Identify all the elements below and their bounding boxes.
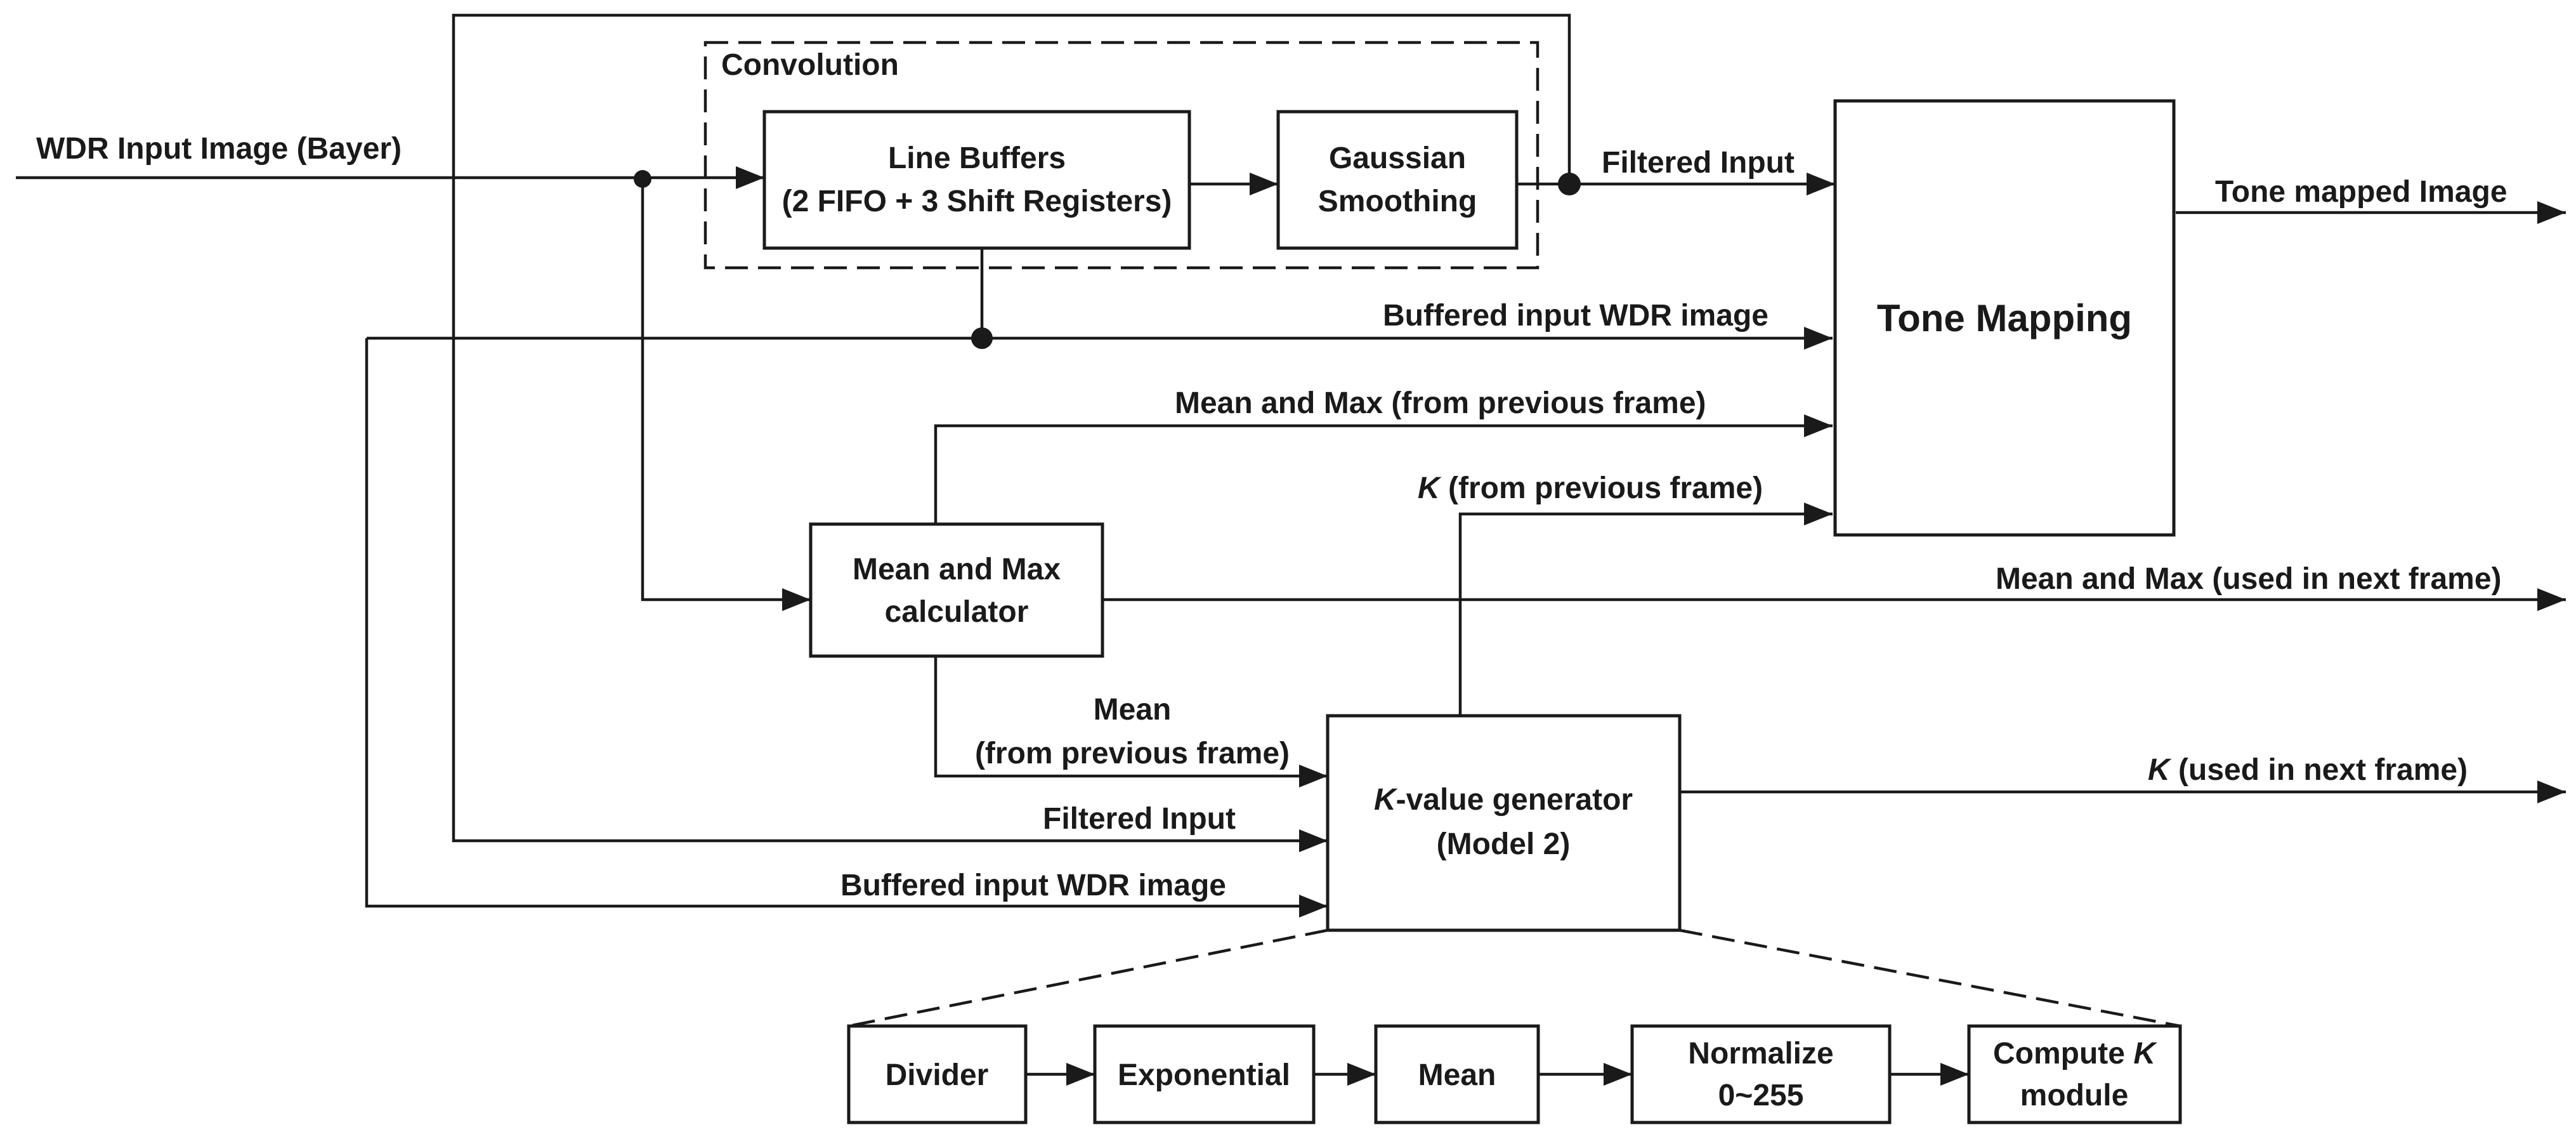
filtered-input-top-label: Filtered Input <box>1602 146 1795 180</box>
wire-input-to-meanmax <box>641 179 811 611</box>
k-next-label: K (used in next frame) <box>2148 753 2468 787</box>
wire-meanmax-to-tonemap <box>934 414 1833 524</box>
k-value-generator-block <box>1326 714 1682 932</box>
tone-mapping-block <box>1833 99 2176 537</box>
tone-mapped-image-label: Tone mapped Image <box>2215 175 2507 209</box>
k-prev-label: K (from previous frame) <box>1418 471 1763 505</box>
tone-mapping-label: Tone Mapping <box>1877 297 2132 339</box>
wdr-input-label: WDR Input Image (Bayer) <box>36 132 402 166</box>
convolution-group <box>703 41 1540 270</box>
exponential-label: Exponential <box>1118 1058 1290 1092</box>
divider-block <box>847 1024 1028 1124</box>
mean-max-calculator-label-1: Mean and Max <box>853 553 1061 586</box>
mean-prev-label-2: (from previous frame) <box>975 737 1290 770</box>
normalize-label-1: Normalize <box>1688 1037 1833 1070</box>
buffered-wdr-bottom-label: Buffered input WDR image <box>840 869 1226 902</box>
zoom-line-right <box>1679 928 2181 1028</box>
junction-input <box>634 170 651 188</box>
compute-k-label-2: module <box>2020 1079 2129 1112</box>
compute-k-block <box>1967 1024 2182 1124</box>
gaussian-block <box>1276 110 1519 250</box>
junction-filtered <box>1558 173 1581 195</box>
mean-prev-label-1: Mean <box>1094 693 1172 727</box>
filtered-input-bottom-label: Filtered Input <box>1043 802 1236 836</box>
gaussian-label-2: Smoothing <box>1318 185 1477 218</box>
pipeline-mean-block <box>1374 1024 1540 1124</box>
k-value-generator-label-1: K-value generator <box>1374 783 1633 817</box>
mean-max-next-label: Mean and Max (used in next frame) <box>1996 562 2502 596</box>
gaussian-label-1: Gaussian <box>1329 142 1466 175</box>
convolution-label: Convolution <box>721 48 899 82</box>
mean-max-calculator-block <box>809 522 1104 658</box>
line-buffers-block <box>762 110 1191 250</box>
wire-mean-to-kgen <box>934 656 1328 787</box>
mean-max-prev-label: Mean and Max (from previous frame) <box>1175 386 1706 420</box>
buffered-wdr-top-label: Buffered input WDR image <box>1383 299 1769 332</box>
wire-filtered-loop <box>452 13 1571 852</box>
zoom-line-left <box>848 928 1328 1028</box>
compute-k-label-1: Compute K <box>1993 1037 2157 1070</box>
pipeline-mean-label: Mean <box>1418 1058 1496 1092</box>
line-buffers-label-2: (2 FIFO + 3 Shift Registers) <box>782 185 1172 218</box>
normalize-block <box>1630 1024 1892 1124</box>
divider-label: Divider <box>886 1058 989 1092</box>
junction-buffered <box>971 327 993 349</box>
normalize-label-2: 0~255 <box>1718 1079 1804 1112</box>
wire-kgen-to-tonemap <box>1458 503 1833 716</box>
mean-max-calculator-label-2: calculator <box>885 595 1029 629</box>
exponential-block <box>1093 1024 1316 1124</box>
k-value-generator-label-2: (Model 2) <box>1437 827 1571 861</box>
line-buffers-label-1: Line Buffers <box>888 142 1066 175</box>
wire-buffered-to-kgen <box>365 338 1328 918</box>
